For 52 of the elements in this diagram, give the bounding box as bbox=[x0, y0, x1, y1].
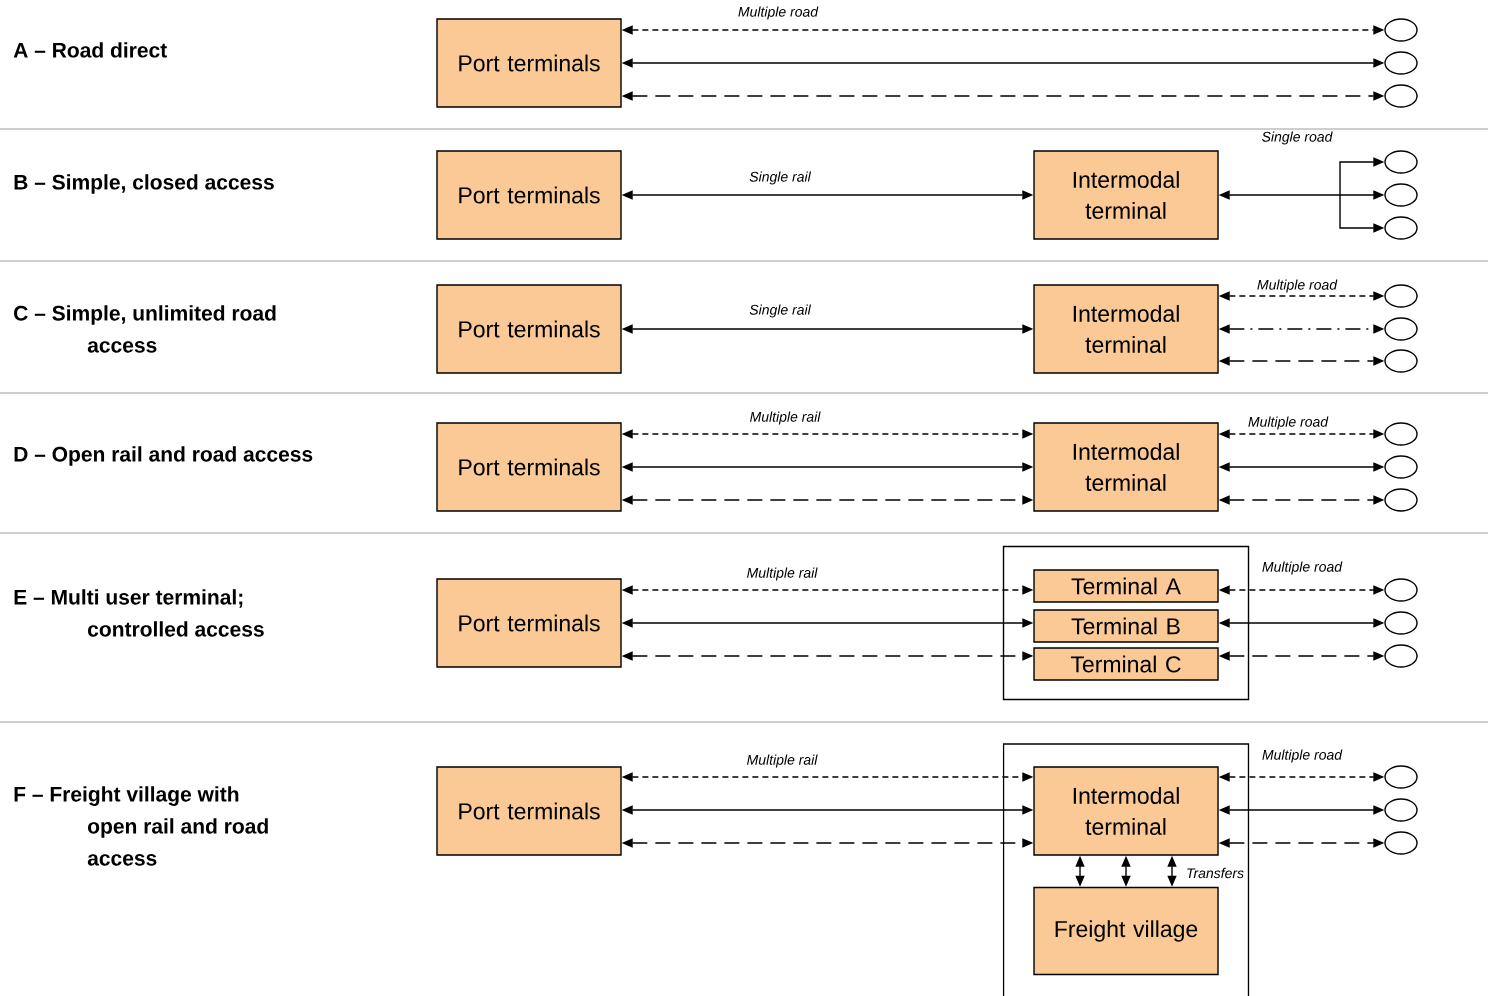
destination-ellipse bbox=[1384, 455, 1418, 479]
row-title: B – Simple, closed access bbox=[14, 174, 274, 194]
terminal-box: Terminal A bbox=[1033, 569, 1219, 603]
terminal-box: Port terminals bbox=[436, 766, 622, 856]
terminal-box: Port terminals bbox=[436, 150, 622, 240]
destination-ellipse bbox=[1384, 150, 1418, 174]
destination-ellipse bbox=[1384, 349, 1418, 373]
terminal-box: Terminal B bbox=[1033, 609, 1219, 643]
edge-label: Multiple rail bbox=[745, 566, 819, 582]
destination-ellipse bbox=[1384, 18, 1418, 42]
terminal-box: Freight village bbox=[1033, 886, 1219, 976]
edge-label: Single rail bbox=[748, 170, 812, 186]
terminal-box: Port terminals bbox=[436, 18, 622, 108]
row-title: F – Freight village with open rail and road access bbox=[14, 786, 268, 866]
terminal-box: Intermodal terminal bbox=[1033, 284, 1219, 374]
destination-ellipse bbox=[1384, 611, 1418, 635]
destination-ellipse bbox=[1384, 644, 1418, 668]
terminal-box: Intermodal terminal bbox=[1033, 766, 1219, 856]
terminal-box: Port terminals bbox=[436, 578, 622, 668]
edge-label: Multiple road bbox=[1260, 560, 1344, 576]
edge-label: Transfers bbox=[1184, 866, 1246, 880]
destination-ellipse bbox=[1384, 578, 1418, 602]
destination-ellipse bbox=[1384, 488, 1418, 512]
edge-label: Multiple road bbox=[1246, 415, 1330, 431]
row-title: E – Multi user terminal; controlled access bbox=[14, 589, 264, 637]
edge-label: Multiple rail bbox=[748, 410, 822, 426]
row-title: A – Road direct bbox=[13, 42, 167, 58]
destination-ellipse bbox=[1384, 422, 1418, 446]
destination-ellipse bbox=[1384, 798, 1418, 822]
row-title: D – Open rail and road access bbox=[14, 446, 313, 466]
group-frame bbox=[1002, 743, 1250, 996]
destination-ellipse bbox=[1384, 183, 1418, 207]
terminal-box: Intermodal terminal bbox=[1033, 150, 1219, 240]
terminal-box: Intermodal terminal bbox=[1033, 422, 1219, 512]
edge-label: Multiple road bbox=[736, 5, 820, 21]
destination-ellipse bbox=[1384, 317, 1418, 341]
destination-ellipse bbox=[1384, 84, 1418, 108]
terminal-box: Terminal C bbox=[1033, 647, 1219, 681]
edge-label: Multiple rail bbox=[745, 753, 819, 769]
destination-ellipse bbox=[1384, 284, 1418, 308]
destination-ellipse bbox=[1384, 216, 1418, 240]
terminal-box: Port terminals bbox=[436, 284, 622, 374]
destination-ellipse bbox=[1384, 51, 1418, 75]
edge-label: Single road bbox=[1260, 130, 1334, 146]
destination-ellipse bbox=[1384, 831, 1418, 855]
destination-ellipse bbox=[1384, 765, 1418, 789]
group-frame bbox=[1002, 545, 1250, 701]
row-title: C – Simple, unlimited road access bbox=[14, 305, 276, 353]
edge-label: Multiple road bbox=[1255, 278, 1339, 294]
terminal-box: Port terminals bbox=[436, 422, 622, 512]
edge-label: Multiple road bbox=[1260, 748, 1344, 764]
edge-label: Single rail bbox=[748, 303, 812, 319]
